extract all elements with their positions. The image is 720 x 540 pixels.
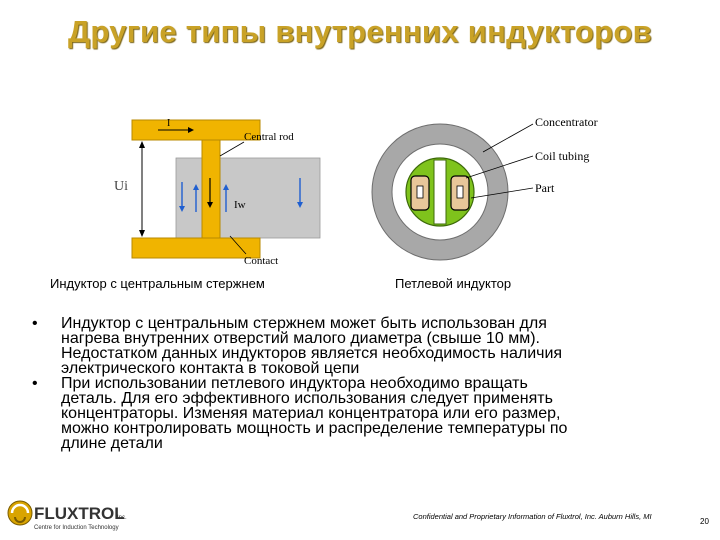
label-central-rod: Central rod [244, 131, 294, 143]
label-contact: Contact [244, 255, 278, 267]
fluxtrol-logo: FLUXTROL Inc. Centre for Induction Techn… [7, 500, 127, 531]
bullet-line: Недостатком данных индукторов является н… [61, 345, 563, 362]
loop-inductor-diagram: Concentrator Coil tubing Part [371, 115, 598, 261]
label-ui: Ui [114, 179, 128, 194]
bottom-contact-bar [131, 237, 261, 259]
bullet-item: • Индуктор с центральным стержнем может … [32, 315, 642, 377]
central-rod [201, 139, 221, 241]
central-rod-inductor-diagram: I Ui Iw Central rod Contact [114, 118, 321, 267]
bullet-marker: • [32, 315, 38, 332]
slide-title: Другие типы внутренних индукторов [68, 14, 652, 49]
caption-loop-inductor: Петлевой индуктор [395, 276, 512, 291]
workpiece-block [175, 157, 321, 239]
bullet-line: электрического контакта в токовой цепи [61, 360, 360, 377]
footer-confidential-note: Confidential and Proprietary Information… [413, 512, 652, 521]
caption-central-rod-inductor: Индуктор с центральным стержнем [50, 276, 265, 291]
logo-suffix: Inc. [117, 515, 127, 521]
bullet-item: • При использовании петлевого индуктора … [32, 375, 642, 452]
page-number: 20 [700, 517, 709, 526]
bullet-line: Индуктор с центральным стержнем может бы… [61, 315, 547, 332]
label-iw: Iw [234, 199, 246, 211]
bullet-marker: • [32, 375, 38, 392]
logo-tagline: Centre for Induction Technology [34, 525, 119, 531]
bullet-line: концентраторы. Изменяя материал концентр… [61, 405, 561, 422]
bullet-line: При использовании петлевого индуктора не… [61, 375, 528, 392]
bullet-line: длине детали [61, 435, 163, 452]
label-part: Part [535, 181, 555, 195]
bullet-list: • Индуктор с центральным стержнем может … [32, 315, 642, 452]
bullet-line: можно контролировать мощность и распреде… [61, 420, 568, 437]
label-coil-tubing: Coil tubing [535, 149, 589, 163]
label-current: I [167, 118, 170, 129]
bullet-line: нагрева внутренних отверстий малого диам… [61, 330, 540, 347]
logo-name: FLUXTROL [34, 504, 125, 523]
top-bus-bar [131, 119, 261, 141]
bullet-line: деталь. Для его эффективного использован… [61, 390, 553, 407]
label-concentrator: Concentrator [535, 115, 598, 129]
